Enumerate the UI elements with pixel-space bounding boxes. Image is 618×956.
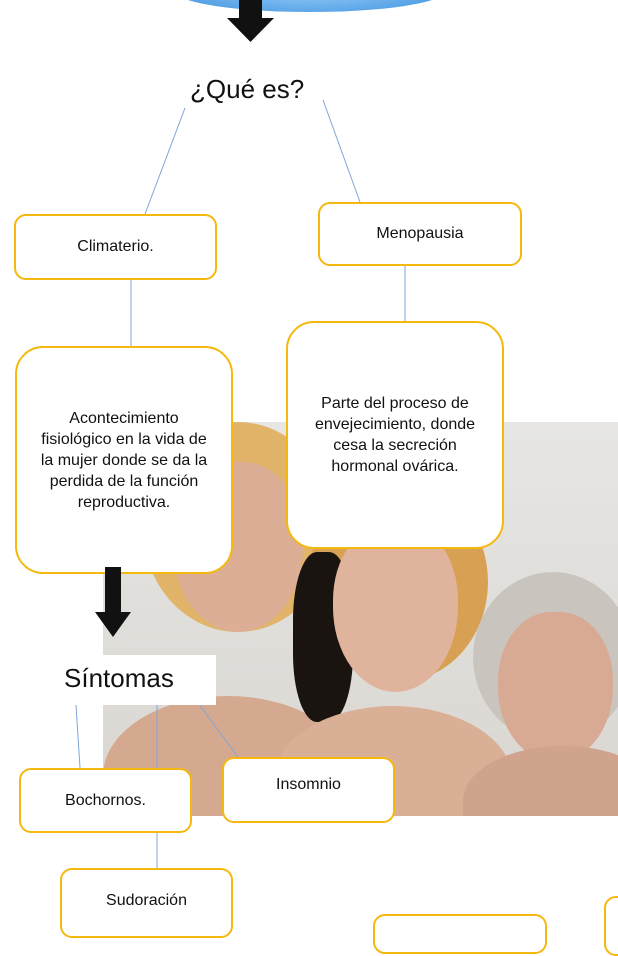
symptom-bochornos-label: Bochornos. — [65, 791, 146, 809]
symptom-insomnio-label: Insomnio — [276, 776, 341, 793]
climaterio-label: Climaterio. — [77, 238, 154, 255]
arrow-down-top — [227, 0, 274, 42]
menopausia-definition-box: Parte del proceso de envejecimiento, don… — [286, 321, 504, 549]
symptom-insomnio-box: Insomnio — [222, 757, 395, 823]
symptom-bochornos-box: Bochornos. — [19, 768, 192, 833]
climaterio-definition-box: Acontecimiento fisiológico en la vida de… — [15, 346, 233, 574]
partial-box-bottom-right — [604, 896, 618, 956]
menopausia-box: Menopausia — [318, 202, 522, 266]
symptom-sudoracion-label: Sudoración — [106, 892, 187, 909]
climaterio-box: Climaterio. — [14, 214, 217, 280]
arrow-down-sintomas — [95, 567, 131, 637]
menopausia-definition-text: Parte del proceso de envejecimiento, don… — [314, 395, 476, 475]
sintomas-heading: Síntomas — [58, 655, 216, 705]
sintomas-label: Síntomas — [64, 663, 174, 693]
menopausia-label: Menopausia — [376, 225, 464, 242]
question-title: ¿Qué es? — [190, 74, 305, 104]
diagram-connectors — [130, 0, 406, 346]
climaterio-definition-text: Acontecimiento fisiológico en la vida de… — [40, 409, 208, 511]
connector-question-climaterio — [144, 107, 186, 215]
partial-box-bottom-center — [373, 914, 547, 954]
symptom-sudoracion-box: Sudoración — [60, 868, 233, 938]
connector-sintomas-bochornos — [75, 704, 81, 769]
connector-question-menopausia — [322, 99, 361, 203]
